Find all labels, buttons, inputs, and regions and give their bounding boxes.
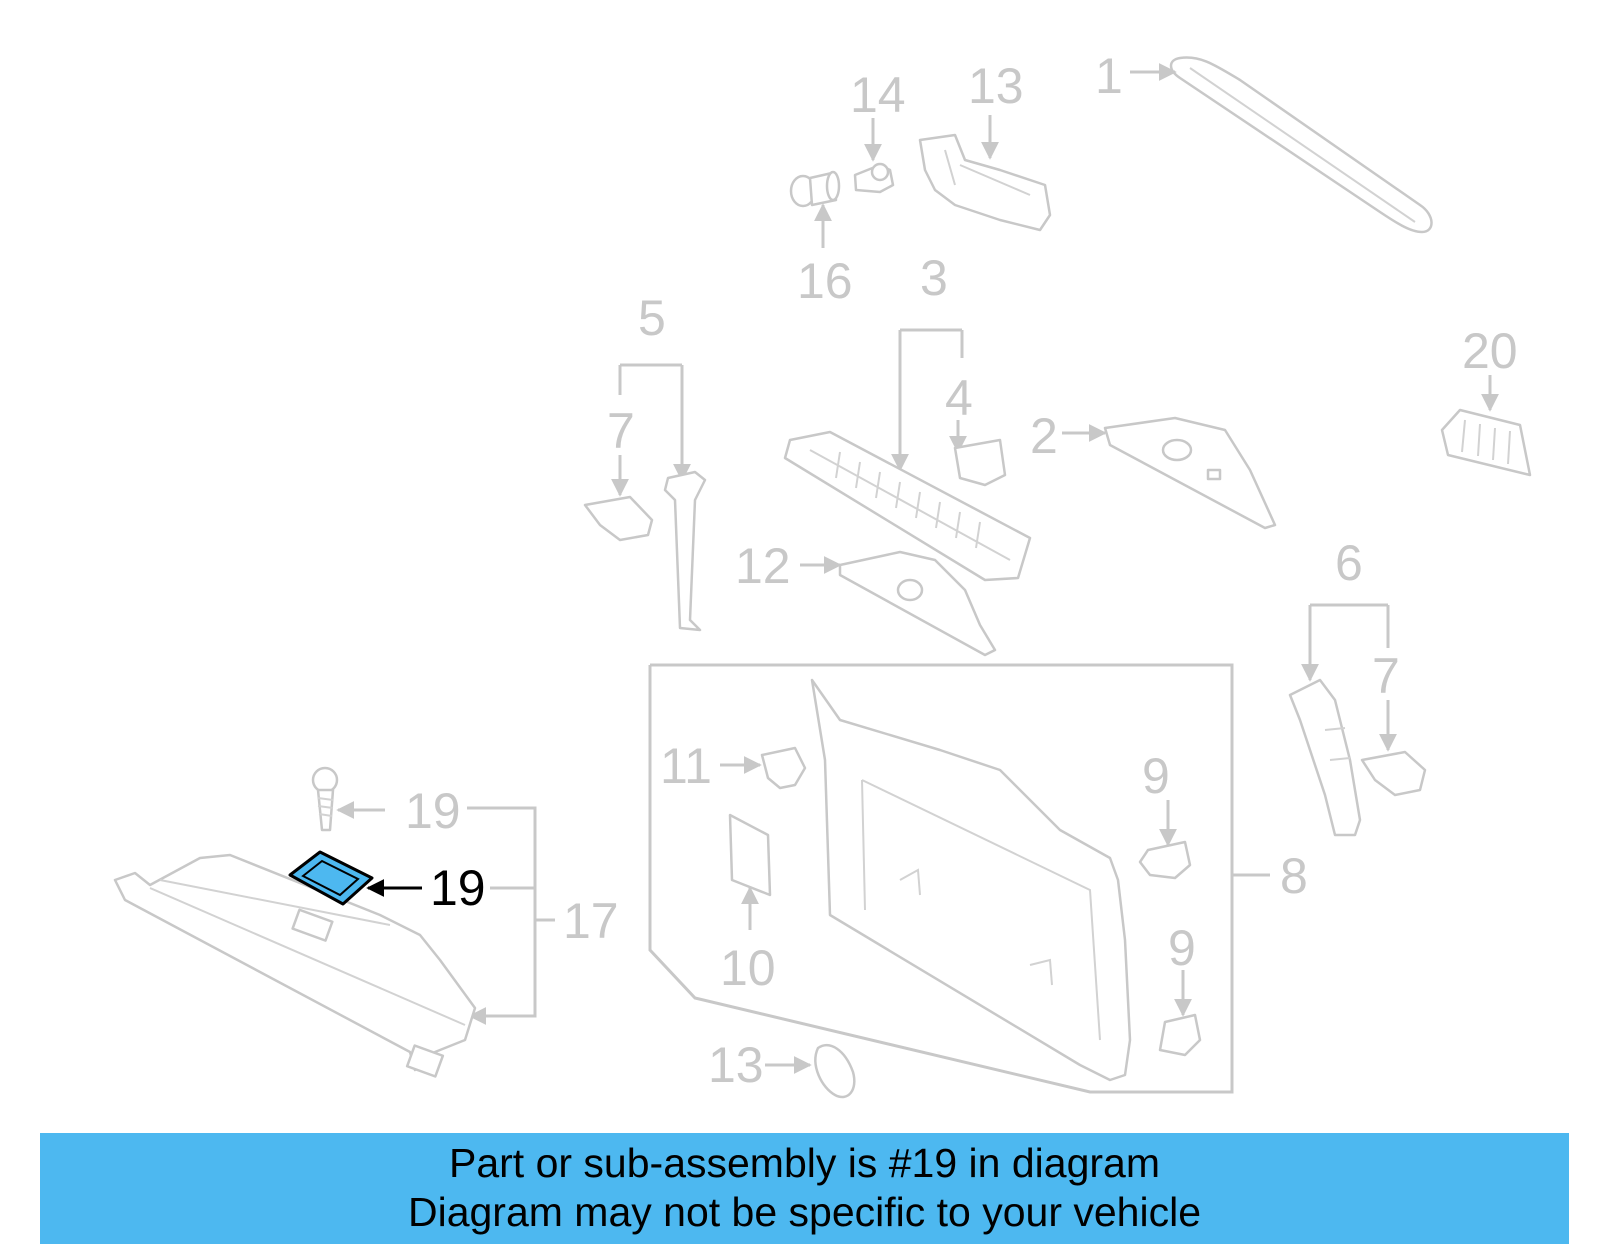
callout-7a: 7: [607, 403, 635, 459]
callout-11: 10: [720, 940, 776, 996]
callout-5: 5: [638, 290, 666, 346]
callout-10: 9: [1142, 748, 1170, 804]
part-12-clip: [760, 746, 807, 790]
callout-19: 19: [430, 860, 486, 916]
part-5-pillar-trim: [663, 470, 707, 632]
banner-line-1: Part or sub-assembly is #19 in diagram: [449, 1140, 1160, 1186]
callout-3: 3: [920, 250, 948, 306]
callout-4: 4: [945, 370, 973, 426]
part-10-clip: [1138, 840, 1192, 880]
callout-2: 2: [1030, 408, 1058, 464]
part-4-clip: [953, 438, 1007, 487]
callout-12: 11: [660, 738, 712, 794]
callout-8: 8: [1280, 848, 1308, 904]
callout-17: 16: [797, 253, 853, 309]
callout-14: 12: [735, 538, 791, 594]
info-banner: Part or sub-assembly is #19 in diagram D…: [40, 1133, 1569, 1244]
part-9-clip: [1158, 1013, 1202, 1057]
callout-7b: 7: [1372, 648, 1400, 704]
part-20-screw: [311, 766, 339, 832]
banner-line-2: Diagram may not be specific to your vehi…: [407, 1189, 1201, 1235]
part-18-tonneau-cover: [113, 853, 477, 1078]
callout-21: 20: [1462, 323, 1518, 379]
callout-18: 17: [563, 893, 619, 949]
callout-15: 13: [968, 58, 1024, 114]
part-13-cap: [814, 1044, 856, 1099]
part-16-clip: [853, 162, 895, 194]
part-14-lamp-trim: [838, 550, 997, 657]
part-1-trim-bar: [1169, 56, 1433, 234]
part-8-door-panel: [810, 678, 1132, 1082]
part-3-sill-panel: [783, 430, 1032, 582]
part-7-clip: [583, 495, 654, 542]
callout-16: 14: [850, 67, 906, 123]
callout-6: 6: [1335, 535, 1363, 591]
callout-13-label: 13: [708, 1037, 764, 1093]
callout-1: 1: [1095, 48, 1123, 104]
part-21-vent: [1440, 408, 1532, 477]
part-6-pillar-trim: [1288, 678, 1362, 837]
assembly-8-frame: [648, 663, 1234, 1094]
part-7-clip-b: [1360, 750, 1427, 797]
callout-20: 19: [405, 783, 461, 839]
callout-9-label: 9: [1168, 920, 1196, 976]
part-2-side-trim: [1103, 416, 1277, 530]
part-11-pad: [728, 813, 772, 897]
part-15-bracket: [918, 133, 1052, 232]
part-19-highlighted-insert: [288, 850, 374, 906]
bracket-18: [467, 806, 537, 1025]
part-17-fastener: [789, 170, 841, 208]
